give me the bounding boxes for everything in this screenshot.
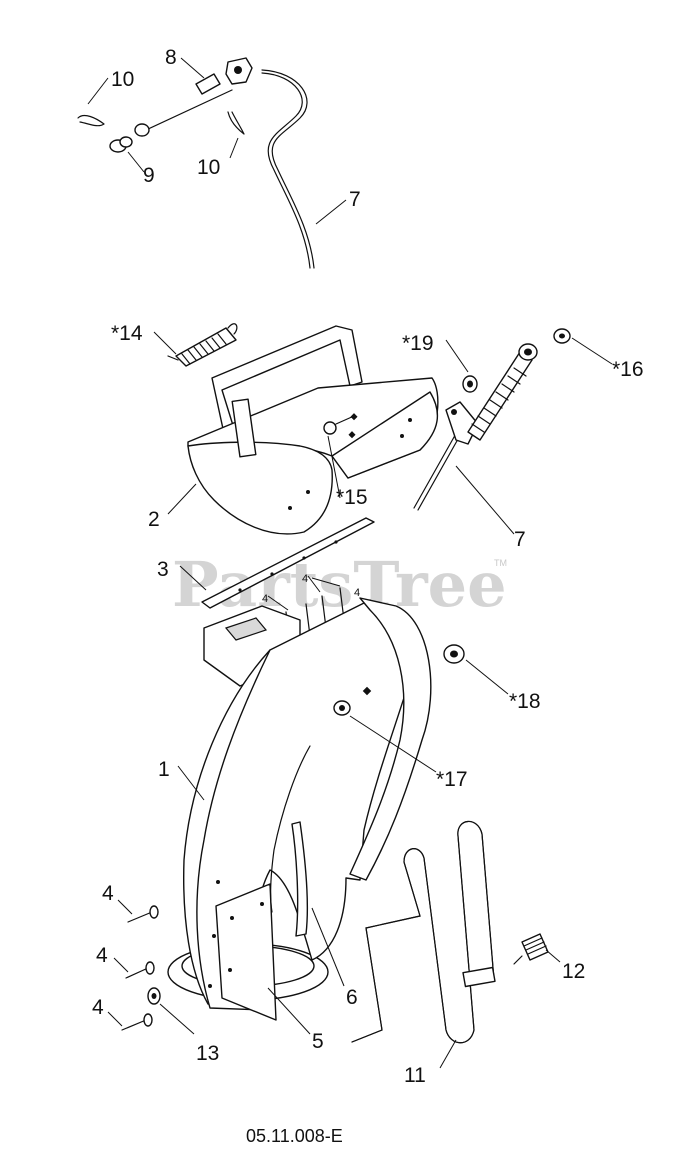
cable-assembly-right	[413, 328, 571, 511]
callout-9: 9	[143, 164, 155, 187]
document-code: 05.11.008-E	[246, 1126, 343, 1146]
callout-3: 3	[157, 558, 169, 581]
deflector-assembly	[187, 325, 439, 535]
callout-13: 13	[196, 1042, 219, 1065]
rivets-4	[121, 905, 159, 1031]
cable-7-top	[261, 69, 315, 269]
cable-7-right	[417, 431, 463, 511]
callout-12: 12	[562, 960, 585, 983]
callout-19: *19	[402, 332, 434, 355]
callout-15: *15	[336, 486, 368, 509]
callout-4b: 4	[96, 944, 108, 967]
callout-11: 11	[404, 1064, 426, 1087]
chute-right-wall-6	[349, 597, 432, 881]
washer-13	[147, 987, 161, 1005]
chute-rod-11	[351, 820, 496, 1044]
deflector-body-2	[187, 441, 333, 535]
deflector-strap	[231, 398, 257, 458]
callout-7b: 7	[514, 528, 526, 551]
callout-14: *14	[111, 322, 143, 345]
watermark-trademark: TM	[494, 558, 507, 568]
callout-4c: 4	[92, 996, 104, 1019]
callout-4d: 4	[262, 593, 268, 605]
cable-assembly-top	[77, 57, 347, 269]
pivot-bolt-15	[323, 421, 337, 435]
callout-2: 2	[148, 508, 160, 531]
chute-rear-plate-5	[215, 883, 277, 1021]
chute-slot	[291, 821, 308, 937]
hairpin-clip-10-left	[77, 114, 105, 127]
bushing-8	[195, 73, 221, 95]
callout-6: 6	[346, 986, 358, 1009]
callout-4e: 4	[302, 573, 308, 585]
hairpin-clip-10-right	[227, 111, 245, 135]
discharge-chute-1	[167, 597, 432, 1021]
control-rod	[145, 89, 233, 131]
callout-4f: 4	[354, 587, 360, 599]
watermark-text: PartsTree	[172, 548, 507, 621]
callout-8: 8	[165, 46, 177, 69]
callout-10b: 10	[197, 156, 220, 179]
callout-16: *16	[612, 358, 644, 381]
spring-12	[513, 933, 549, 965]
callout-18: *18	[509, 690, 541, 713]
callout-7a: 7	[349, 188, 361, 211]
deflector-side-plate	[331, 391, 439, 479]
callout-1: 1	[158, 758, 170, 781]
chute-window	[224, 617, 268, 641]
rod-end-ferrule	[134, 123, 150, 137]
deflector-plate-3	[201, 517, 375, 609]
callout-5: 5	[312, 1030, 324, 1053]
bracket-hole	[234, 66, 242, 74]
nut-18	[443, 644, 465, 664]
callout-4a: 4	[102, 882, 114, 905]
spring-14	[167, 323, 238, 367]
cable-7-top-inner	[261, 72, 311, 269]
callout-10a: 10	[111, 68, 134, 91]
cable-adjuster-spring	[467, 351, 533, 441]
callout-17: *17	[436, 768, 468, 791]
